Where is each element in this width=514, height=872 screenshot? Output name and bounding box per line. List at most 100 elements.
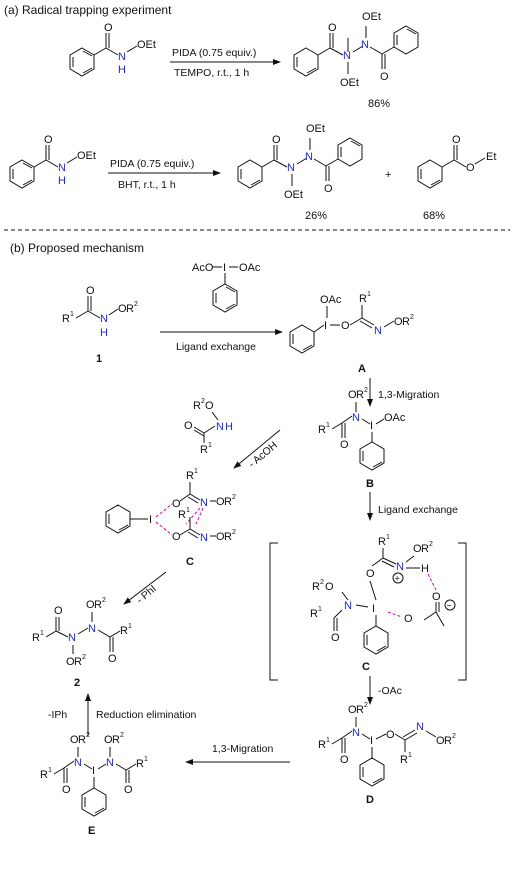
svg-text:2: 2 [120, 732, 124, 739]
svg-text:O: O [66, 656, 75, 668]
svg-text:R: R [318, 739, 326, 751]
svg-text:R: R [112, 734, 120, 746]
svg-text:O: O [86, 285, 95, 297]
svg-text:O: O [331, 632, 340, 644]
svg-text:N: N [216, 421, 224, 433]
acoh-arrow [233, 429, 281, 469]
svg-text:H: H [421, 563, 429, 575]
svg-text:N: N [88, 623, 96, 635]
svg-text:R: R [94, 599, 102, 611]
svg-text:O: O [340, 754, 349, 766]
rxn2-product: O N OEt N OEt O [237, 123, 363, 201]
svg-text:N: N [352, 727, 360, 739]
label-d: D [366, 794, 374, 806]
svg-text:O: O [325, 581, 334, 593]
compound-a: I OAc O R 1 N O R 2 [289, 291, 414, 354]
section-a-title: (a) Radical trapping experiment [4, 3, 172, 17]
svg-text:1: 1 [128, 623, 132, 630]
svg-text:I: I [92, 765, 95, 777]
svg-text:O: O [54, 605, 63, 617]
svg-text:1: 1 [318, 606, 322, 613]
rxn1-conditions: TEMPO, r.t., 1 h [174, 67, 249, 79]
svg-text:R: R [356, 704, 364, 716]
svg-text:O: O [108, 653, 117, 665]
compound-c-right: R 1 O N + O R 2 H O − O I N R 2 O R 1 [310, 534, 456, 655]
label-c-left: C [186, 556, 194, 568]
svg-text:OEt: OEt [284, 189, 303, 201]
svg-text:R: R [378, 536, 386, 548]
oet-label: OEt [137, 39, 156, 51]
svg-text:2: 2 [86, 732, 90, 739]
svg-text:R: R [444, 735, 452, 747]
svg-text:O: O [86, 599, 95, 611]
ligand-exchange-label-1: Ligand exchange [176, 341, 256, 353]
pida-reagent: AcO I OAc [192, 262, 261, 313]
svg-text:R: R [224, 531, 232, 543]
iph-label: -IPh [48, 709, 67, 721]
svg-text:N: N [200, 532, 208, 544]
svg-text:O: O [404, 613, 413, 625]
svg-text:H: H [225, 421, 233, 433]
svg-text:1: 1 [326, 422, 330, 429]
svg-text:R: R [318, 424, 326, 436]
label-1: 1 [96, 353, 102, 365]
svg-text:R: R [62, 313, 70, 325]
svg-text:N: N [68, 632, 76, 644]
svg-text:N: N [396, 561, 404, 573]
svg-text:R: R [312, 581, 320, 593]
svg-text:R: R [120, 625, 128, 637]
o-label: O [104, 22, 113, 34]
svg-text:N: N [305, 151, 313, 163]
svg-text:N: N [200, 497, 208, 509]
label-b: B [366, 478, 374, 490]
svg-text:R: R [32, 632, 40, 644]
svg-text:R: R [224, 496, 232, 508]
svg-text:O: O [324, 183, 333, 195]
label-e: E [88, 825, 95, 837]
migration-label-2: 1,3-Migration [212, 743, 273, 755]
svg-text:R: R [78, 734, 86, 746]
svg-text:1: 1 [40, 630, 44, 637]
phi-label: - PhI [134, 583, 159, 606]
section-b-title: (b) Proposed mechanism [10, 241, 144, 255]
svg-text:2: 2 [232, 494, 236, 501]
svg-text:2: 2 [82, 654, 86, 661]
svg-text:R: R [400, 754, 408, 766]
n-label: N [118, 51, 126, 63]
rxn2-reagent: PIDA (0.75 equiv.) [110, 158, 194, 170]
svg-text:O: O [124, 784, 133, 796]
svg-text:I: I [370, 420, 373, 432]
svg-text:O: O [436, 735, 445, 747]
h-label: H [118, 64, 126, 76]
oac-label: -OAc [378, 685, 402, 697]
svg-text:O: O [348, 704, 357, 716]
svg-text:R: R [402, 316, 410, 328]
svg-text:O: O [432, 591, 441, 603]
svg-text:N: N [361, 39, 369, 51]
svg-text:R: R [310, 608, 318, 620]
svg-text:R: R [74, 656, 82, 668]
svg-text:O: O [104, 734, 113, 746]
rxn1-substrate: O N H OEt [69, 22, 156, 77]
bracket [269, 542, 467, 681]
rxn1-reagent: PIDA (0.75 equiv.) [172, 47, 256, 59]
svg-text:O: O [386, 729, 395, 741]
svg-text:2: 2 [134, 301, 138, 308]
svg-text:1: 1 [48, 767, 52, 774]
svg-text:N: N [287, 162, 295, 174]
rxn1-yield: 86% [368, 98, 390, 110]
svg-text:1: 1 [326, 737, 330, 744]
rxn1-product: O N OEt N OEt O [293, 11, 419, 89]
svg-text:R: R [356, 389, 364, 401]
svg-text:N: N [106, 757, 114, 769]
svg-text:O: O [70, 734, 79, 746]
svg-text:2: 2 [201, 398, 205, 405]
svg-text:N: N [58, 162, 66, 174]
svg-text:O: O [272, 134, 281, 146]
svg-text:2: 2 [320, 579, 324, 586]
svg-text:1: 1 [408, 752, 412, 759]
svg-text:N: N [352, 412, 360, 424]
plus-charge: + [395, 574, 400, 584]
svg-text:OEt: OEt [306, 123, 325, 135]
svg-text:O: O [413, 543, 422, 555]
